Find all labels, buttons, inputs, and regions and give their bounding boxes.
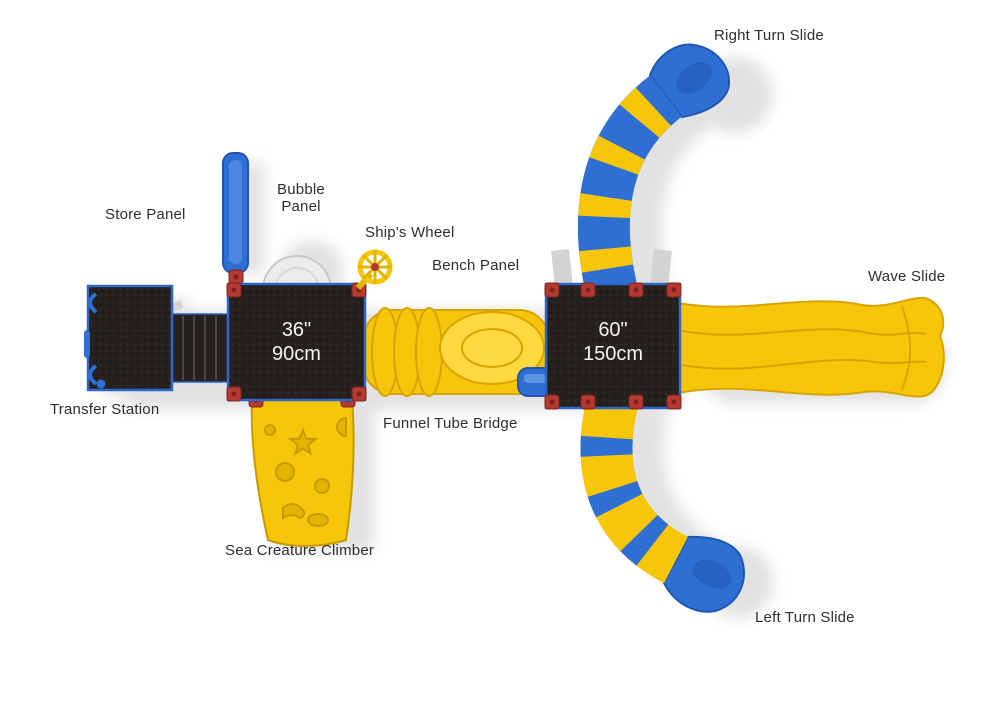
transfer-wheel — [96, 379, 106, 389]
wave-slide-label: Wave Slide — [868, 268, 946, 285]
right-turn-slide — [577, 43, 731, 307]
ships-wheel-label: Ship's Wheel — [365, 224, 455, 241]
slide-support-post — [650, 249, 672, 287]
bench-panel-label: Bench Panel — [432, 257, 520, 274]
deck-36 — [226, 282, 367, 402]
starfish-cutout — [287, 427, 319, 456]
slide-support-post — [551, 249, 573, 287]
deck-60-size: 60" 150cm — [546, 318, 680, 366]
deck-36-size-cm: 90cm — [272, 343, 321, 365]
store-panel — [222, 152, 249, 285]
ships-wheel — [355, 249, 393, 291]
store-panel-label: Store Panel — [105, 206, 186, 223]
deck-36-size: 36" 90cm — [228, 318, 365, 366]
wave-slide — [677, 296, 945, 398]
deck-36-size-in: 36" — [281, 319, 312, 341]
store-panel-clamp — [228, 269, 244, 285]
right-turn-slide-label: Right Turn Slide — [714, 27, 824, 44]
deck-60 — [544, 249, 682, 410]
deck-60-size-cm: 150cm — [582, 343, 644, 365]
transfer-station-label: Transfer Station — [50, 401, 160, 418]
left-turn-slide-label: Left Turn Slide — [755, 609, 855, 626]
sea-creature-climber-label: Sea Creature Climber — [225, 542, 375, 559]
funnel-tube-bridge-label: Funnel Tube Bridge — [383, 415, 518, 432]
left-turn-slide — [580, 398, 745, 613]
bubble-panel-label: Bubble Panel — [277, 181, 325, 215]
transfer-station — [84, 284, 174, 392]
deck-60-size-in: 60" — [598, 319, 628, 341]
funnel-tube-bridge — [362, 307, 550, 397]
sea-creature-climber — [248, 392, 356, 547]
